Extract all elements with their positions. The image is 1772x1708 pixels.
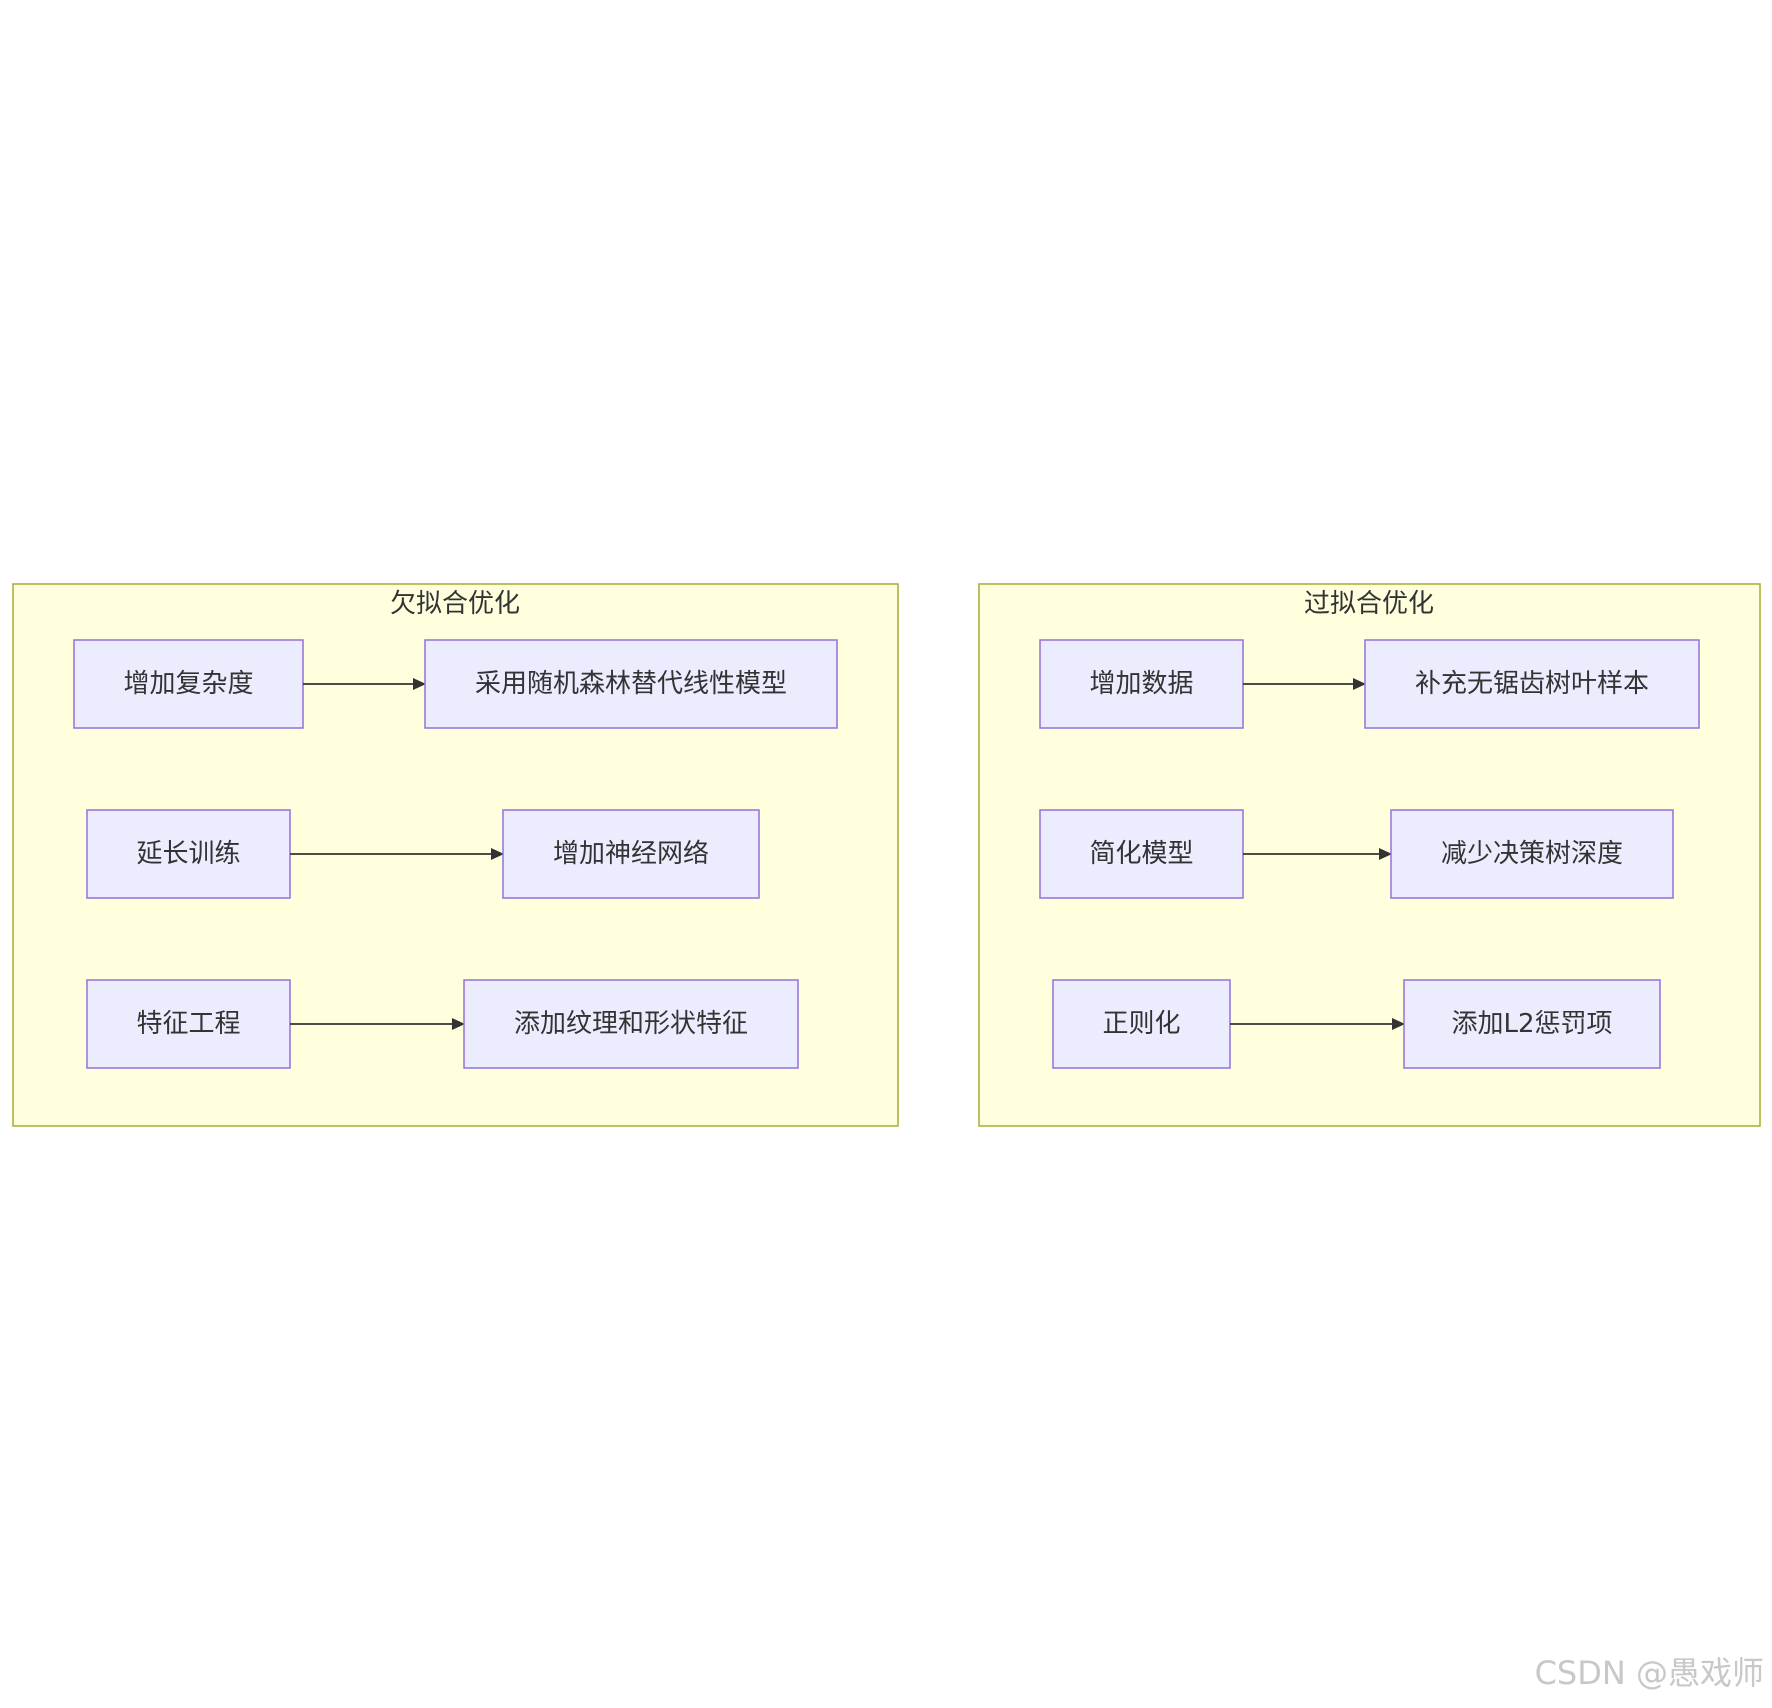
edge-arrowhead <box>452 1018 465 1030</box>
node-extend-training-label: 延长训练 <box>136 839 240 869</box>
node-increase-complexity <box>73 639 304 729</box>
node-leaf-samples-label: 补充无锯齿树叶样本 <box>1415 669 1649 699</box>
edge-arrowhead <box>1392 1018 1405 1030</box>
flow-pair: 正则化 添加L2惩罚项 <box>1052 979 1661 1069</box>
node-reduce-tree-depth <box>1390 809 1674 899</box>
node-random-forest <box>424 639 838 729</box>
flow-pair: 特征工程 添加纹理和形状特征 <box>86 979 799 1069</box>
flow-pair: 简化模型 减少决策树深度 <box>1039 809 1674 899</box>
node-feature-engineering-label: 特征工程 <box>136 1009 240 1039</box>
watermark: CSDN @愚戏师 <box>1534 1654 1764 1692</box>
node-leaf-samples <box>1364 639 1700 729</box>
cluster-underfit-title: 欠拟合优化 <box>390 589 520 619</box>
node-feature-engineering <box>86 979 291 1069</box>
flow-pair: 增加复杂度 采用随机森林替代线性模型 <box>73 639 838 729</box>
cluster-underfit: 欠拟合优化 增加复杂度 采用随机森林替代线性模型 延长训练 增加神经网络 特征工… <box>12 583 899 1127</box>
node-random-forest-label: 采用随机森林替代线性模型 <box>475 669 787 699</box>
node-regularization-label: 正则化 <box>1102 1009 1180 1039</box>
cluster-overfit: 过拟合优化 增加数据 补充无锯齿树叶样本 简化模型 减少决策树深度 正则化 <box>978 583 1761 1127</box>
edge-arrowhead <box>1379 848 1392 860</box>
node-add-data-label: 增加数据 <box>1089 669 1193 699</box>
node-add-neural-network <box>502 809 760 899</box>
node-simplify-model <box>1039 809 1244 899</box>
edge-arrowhead <box>491 848 504 860</box>
node-texture-shape-features-label: 添加纹理和形状特征 <box>514 1009 748 1039</box>
node-add-neural-network-label: 增加神经网络 <box>553 839 709 869</box>
node-simplify-model-label: 简化模型 <box>1089 839 1193 869</box>
cluster-overfit-title: 过拟合优化 <box>1304 589 1434 619</box>
node-reduce-tree-depth-label: 减少决策树深度 <box>1441 839 1623 869</box>
node-texture-shape-features <box>463 979 799 1069</box>
flow-pair: 延长训练 增加神经网络 <box>86 809 760 899</box>
node-extend-training <box>86 809 291 899</box>
edge-arrowhead <box>413 678 426 690</box>
node-l2-penalty-label: 添加L2惩罚项 <box>1451 1009 1612 1039</box>
edge-arrowhead <box>1353 678 1366 690</box>
node-l2-penalty <box>1403 979 1661 1069</box>
flow-pair: 增加数据 补充无锯齿树叶样本 <box>1039 639 1700 729</box>
node-increase-complexity-label: 增加复杂度 <box>123 669 253 699</box>
